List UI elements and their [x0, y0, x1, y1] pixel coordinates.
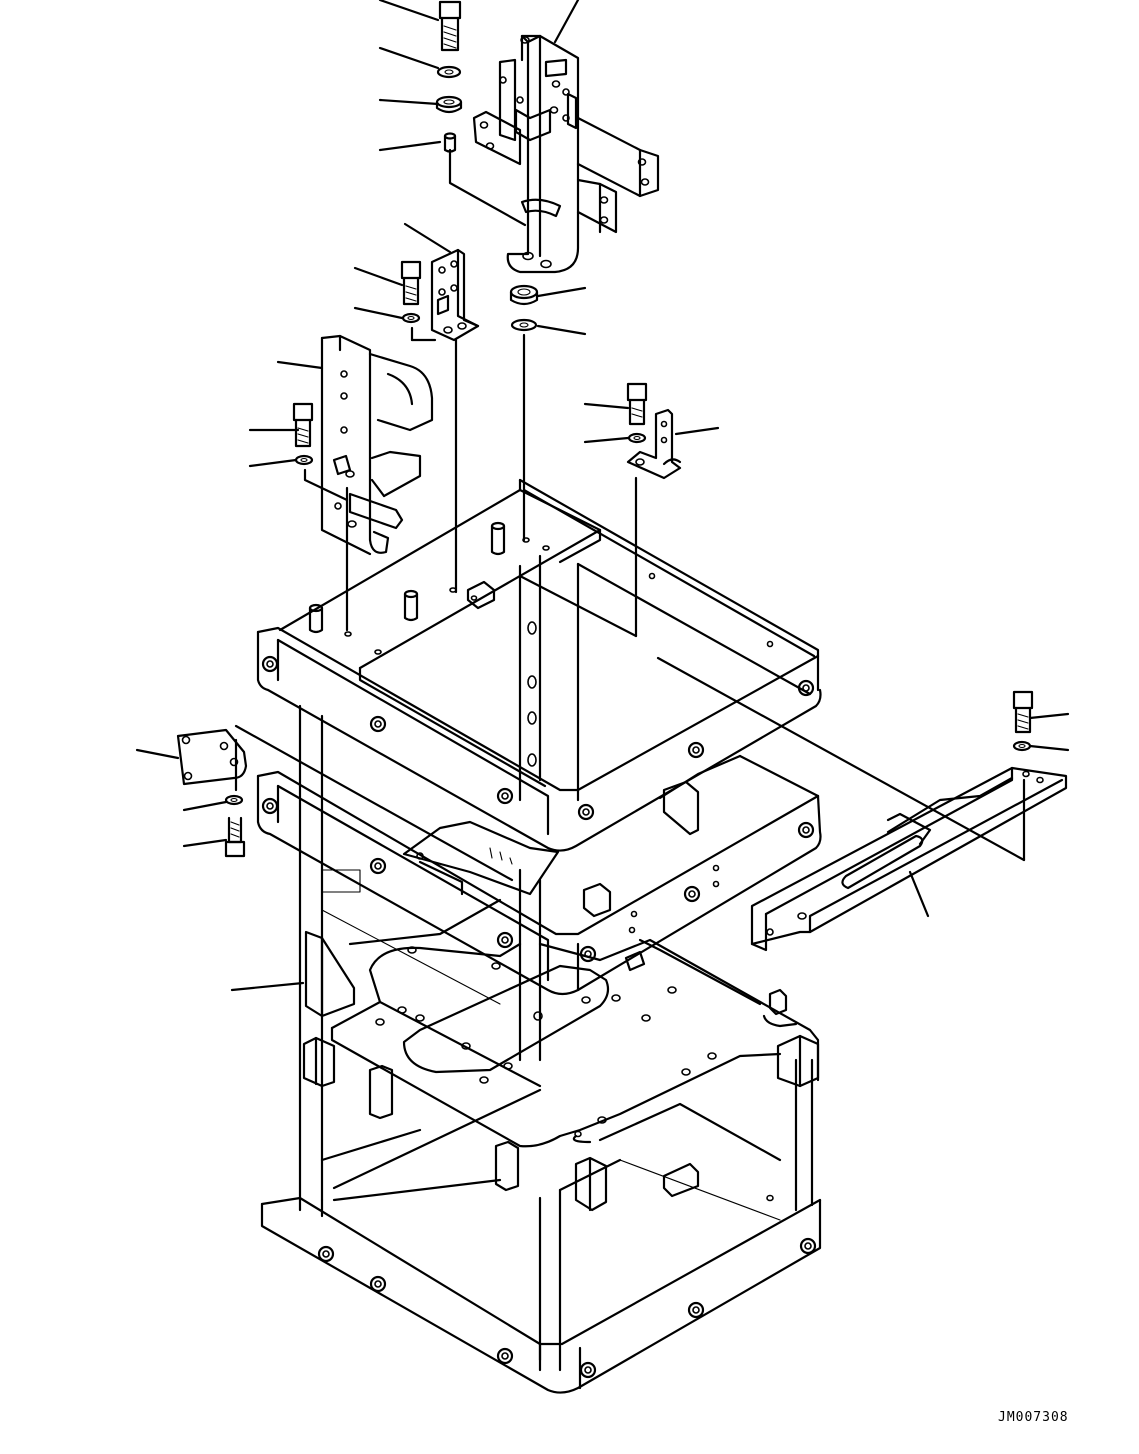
- washer-mid-left: [401, 312, 421, 324]
- bolt-right: [1012, 690, 1034, 734]
- small-angle-bracket: [626, 408, 682, 480]
- washer-right: [1012, 740, 1032, 752]
- small-l-bracket: [430, 248, 480, 342]
- tall-side-bracket: [320, 334, 434, 556]
- slide-rail-bracket: [750, 766, 1068, 952]
- bolt-left: [292, 402, 314, 448]
- flange-nut: [509, 284, 539, 306]
- upper-frame: [256, 478, 822, 852]
- washer-right-small: [627, 432, 647, 444]
- bolt-top: [438, 0, 462, 52]
- washer-lower-left: [224, 794, 244, 806]
- bolt-lower-left: [224, 816, 246, 858]
- bottom-frame: [260, 1088, 822, 1394]
- upper-bracket: [472, 34, 660, 274]
- bolt-right-small: [626, 382, 648, 426]
- drawing-reference-code: JM007308: [998, 1410, 1069, 1425]
- leader-lines: [135, 0, 1070, 992]
- center-lines: [234, 148, 1026, 882]
- washer-left: [294, 454, 314, 466]
- collar-pin: [443, 132, 457, 153]
- flat-washer: [510, 318, 538, 332]
- base-tray: [302, 898, 820, 1212]
- bolt-mid-left: [400, 260, 422, 306]
- spacer-ring: [435, 95, 463, 114]
- washer-top: [436, 65, 462, 79]
- corner-plate-left: [176, 728, 248, 786]
